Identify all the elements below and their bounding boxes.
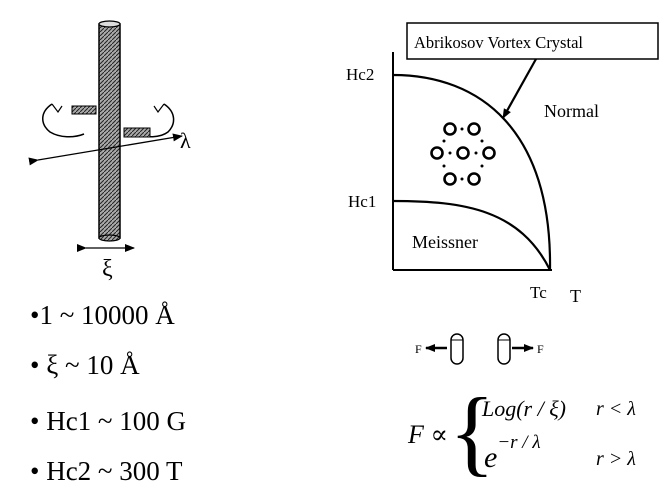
bullet-hc2-value: • Hc2 ~ 300 T: [30, 456, 183, 486]
force-left-label: F: [415, 342, 422, 356]
interaction-formula: F ∝ { Log(r / ξ) r < λ e−r / λ r > λ: [408, 384, 658, 488]
vortex-tube-bottom: [98, 234, 121, 242]
formula-case2-exponent: −r / λ: [497, 432, 541, 453]
force-diagram: F F: [415, 333, 544, 365]
callout-pointer-arrow: [502, 58, 537, 119]
formula-case1-cond: r < λ: [596, 398, 636, 420]
formula-case2-cond: r > λ: [596, 448, 636, 470]
current-swirl-right-tail: [153, 103, 165, 114]
meissner-region-label: Meissner: [412, 232, 478, 252]
normal-region-label: Normal: [544, 101, 599, 121]
vortex-site: [456, 146, 470, 160]
vortex-crystal-callout-box: [406, 22, 659, 60]
bullet-xi-range: • ξ ~ 10 Å: [30, 350, 140, 380]
vortex-cylinder-right: [497, 333, 511, 365]
vortex-cylinder-left: [450, 333, 464, 365]
formula-case2-base: e: [484, 441, 498, 474]
lambda-arrow: [28, 133, 183, 166]
vortex-tube-top: [98, 20, 121, 28]
current-swirl-left-tail: [51, 103, 63, 114]
hc2-axis-label: Hc2: [346, 65, 374, 84]
formula-case1-expr: Log(r / ξ): [482, 396, 566, 421]
vortex-crystal-callout-text: Abrikosov Vortex Crystal: [414, 33, 583, 52]
vortex-tube: [98, 23, 121, 239]
phase-diagram: Hc2 Hc1 Tc T Normal Meissner Abrikosov V…: [346, 22, 659, 306]
tc-axis-label: Tc: [530, 283, 547, 302]
vortex-site: [443, 172, 457, 186]
vortex-site: [430, 146, 444, 160]
vortex-site: [482, 146, 496, 160]
formula-brace: {: [449, 378, 496, 485]
hc2-curve: [392, 73, 552, 271]
vortex-site: [443, 122, 457, 136]
t-axis-label: T: [570, 286, 581, 306]
force-right-label: F: [537, 342, 544, 356]
vortex-site: [467, 172, 481, 186]
xi-label: ξ: [102, 256, 113, 282]
bullet-lambda-range: •1 ~ 10000 Å: [30, 300, 175, 330]
formula-lhs: F ∝: [408, 420, 448, 449]
hc1-axis-label: Hc1: [348, 192, 376, 211]
hc1-curve: [392, 199, 551, 271]
bullet-hc1-value: • Hc1 ~ 100 G: [30, 406, 187, 436]
lambda-label: λ: [180, 128, 191, 153]
lattice-dots: [442, 127, 484, 181]
current-band-left: [71, 105, 97, 115]
formula-case2-expr: e−r / λ: [484, 432, 541, 475]
current-band-right: [123, 127, 151, 138]
vortex-lattice: [430, 122, 496, 186]
vortex-site: [467, 122, 481, 136]
vortex-illustration: λ ξ: [28, 20, 191, 282]
